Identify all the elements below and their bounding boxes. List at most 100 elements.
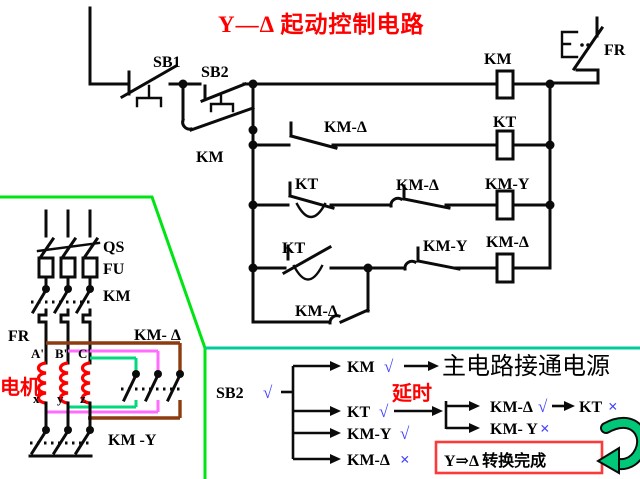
curl-arrow-icon	[596, 416, 640, 475]
contact-blade	[119, 63, 179, 100]
pushbutton-actuator	[209, 94, 235, 113]
motor-windings	[36, 361, 91, 405]
thermal-element	[560, 30, 579, 59]
sb1-pushbutton-symbol	[119, 63, 202, 108]
contact-hook	[403, 259, 418, 271]
motor-label: 电机	[0, 375, 40, 399]
sb2-pushbutton-symbol	[200, 82, 255, 113]
r2-km-delta-label: KM-Δ	[324, 119, 367, 136]
wire	[550, 68, 600, 85]
rung3	[251, 181, 552, 221]
flow-kt-label: KT	[347, 404, 370, 421]
contact-blade	[288, 194, 335, 210]
delay-arc	[295, 202, 327, 219]
wire	[44, 401, 92, 429]
terminal-z-label: z	[80, 391, 86, 406]
flow-delay-label: 延时	[391, 381, 432, 405]
terminal-c-label: C'	[78, 346, 91, 361]
arrowhead	[330, 454, 341, 464]
kmy-coil-symbol	[495, 189, 515, 221]
kmd-coil-label: KM-Δ	[486, 234, 529, 251]
contact-blade	[281, 244, 333, 276]
arrowhead	[564, 401, 575, 411]
km-aux-label: KM	[196, 149, 224, 166]
wire	[88, 6, 128, 86]
arrowhead	[469, 401, 480, 411]
km-delta-contacts-symbol	[121, 370, 184, 403]
km-delta-label: KM- Δ	[134, 327, 181, 344]
fr-contact-symbol	[550, 16, 605, 85]
page-title: Y—Δ 起动控制电路	[218, 11, 425, 37]
contact-blade	[189, 106, 255, 132]
terminal-y-label: y	[57, 391, 64, 406]
km-coil-symbol	[495, 69, 515, 100]
contact-blade	[200, 82, 247, 103]
rung4-parallel-branch	[251, 266, 370, 325]
dot	[580, 43, 584, 47]
km-y-label: KM -Y	[108, 432, 157, 449]
r4-kmy-label: KM-Y	[423, 238, 468, 255]
rung2	[251, 121, 552, 161]
main-circuit: QS FU KM FR KM-	[0, 209, 184, 458]
rung4	[251, 244, 552, 284]
kt-coil-label: KT	[493, 114, 516, 131]
contact-blade	[402, 197, 451, 210]
fr-main-label: FR	[8, 328, 30, 345]
flow-kmy-off-label: KM- Y	[490, 421, 538, 438]
flow-km-check: √	[384, 357, 394, 376]
fr-label: FR	[604, 42, 626, 59]
switch-blades	[37, 236, 100, 261]
contact-blade	[416, 259, 461, 271]
delta-wire-brown	[46, 341, 182, 420]
flow-km-label: KM	[347, 359, 375, 376]
r3-km-delta-label: KM-Δ	[396, 177, 439, 194]
km-main-contacts-symbol	[30, 285, 94, 315]
sb1-label: SB1	[153, 54, 181, 71]
contact-blade	[289, 134, 338, 150]
flow-kmd-off-cross: ×	[400, 450, 410, 469]
flow-kt-check: √	[379, 402, 389, 421]
km-coil-label: KM	[484, 51, 512, 68]
flow-main-power-text: 主电路接通电源	[442, 353, 610, 380]
flow-kt-off-label: KT	[579, 399, 602, 416]
contact-hook	[389, 196, 404, 208]
r4-kt-label: KT	[282, 240, 305, 257]
kt-coil-symbol	[495, 129, 515, 161]
flow-kmd-on-check: √	[538, 397, 548, 416]
km-y-contacts-symbol	[28, 426, 94, 458]
delta-wire-magenta	[46, 349, 160, 414]
r3-kt-label: KT	[295, 176, 318, 193]
terminal-b-label: B'	[55, 346, 67, 361]
contact-hook	[328, 314, 341, 325]
terminal-x-label: x	[33, 391, 40, 406]
section-border-green	[0, 195, 207, 479]
km-main-label: KM	[103, 288, 131, 305]
terminal-a-label: A'	[31, 346, 44, 361]
phase-lines	[44, 209, 92, 238]
kmd-coil-symbol	[495, 252, 515, 284]
flow-kmy-on-check: √	[400, 424, 410, 443]
sb2-label: SB2	[201, 64, 229, 81]
conversion-complete-text: Y⇒Δ 转换完成	[444, 451, 546, 470]
arrowhead	[330, 428, 341, 438]
flow-sb2-check: √	[263, 383, 273, 402]
arrowhead	[469, 423, 480, 433]
arrowhead	[428, 361, 439, 371]
switch-linkage	[36, 241, 101, 253]
flow-kmd-off-label: KM-Δ	[347, 452, 390, 469]
arrowhead	[330, 361, 341, 371]
arrowhead	[330, 406, 341, 416]
delta-wire-green	[68, 356, 138, 409]
flow-kmy-on-label: KM-Y	[347, 426, 392, 443]
fu-label: FU	[103, 261, 125, 278]
contact-blade	[571, 25, 605, 72]
parallel-km-delta-label: KM-Δ	[295, 303, 338, 320]
flow-sb2-label: SB2	[216, 385, 244, 402]
flowchart: SB2 √ KM √ 主电路接通电源 KT √ 延时 KM-Δ √ KT × K…	[216, 353, 640, 475]
km-aux-contact-symbol	[181, 82, 255, 132]
fr-heater-symbols	[37, 308, 92, 336]
fu-fuse-symbols	[37, 256, 99, 288]
delay-arc	[292, 264, 324, 281]
qs-label: QS	[103, 239, 124, 256]
